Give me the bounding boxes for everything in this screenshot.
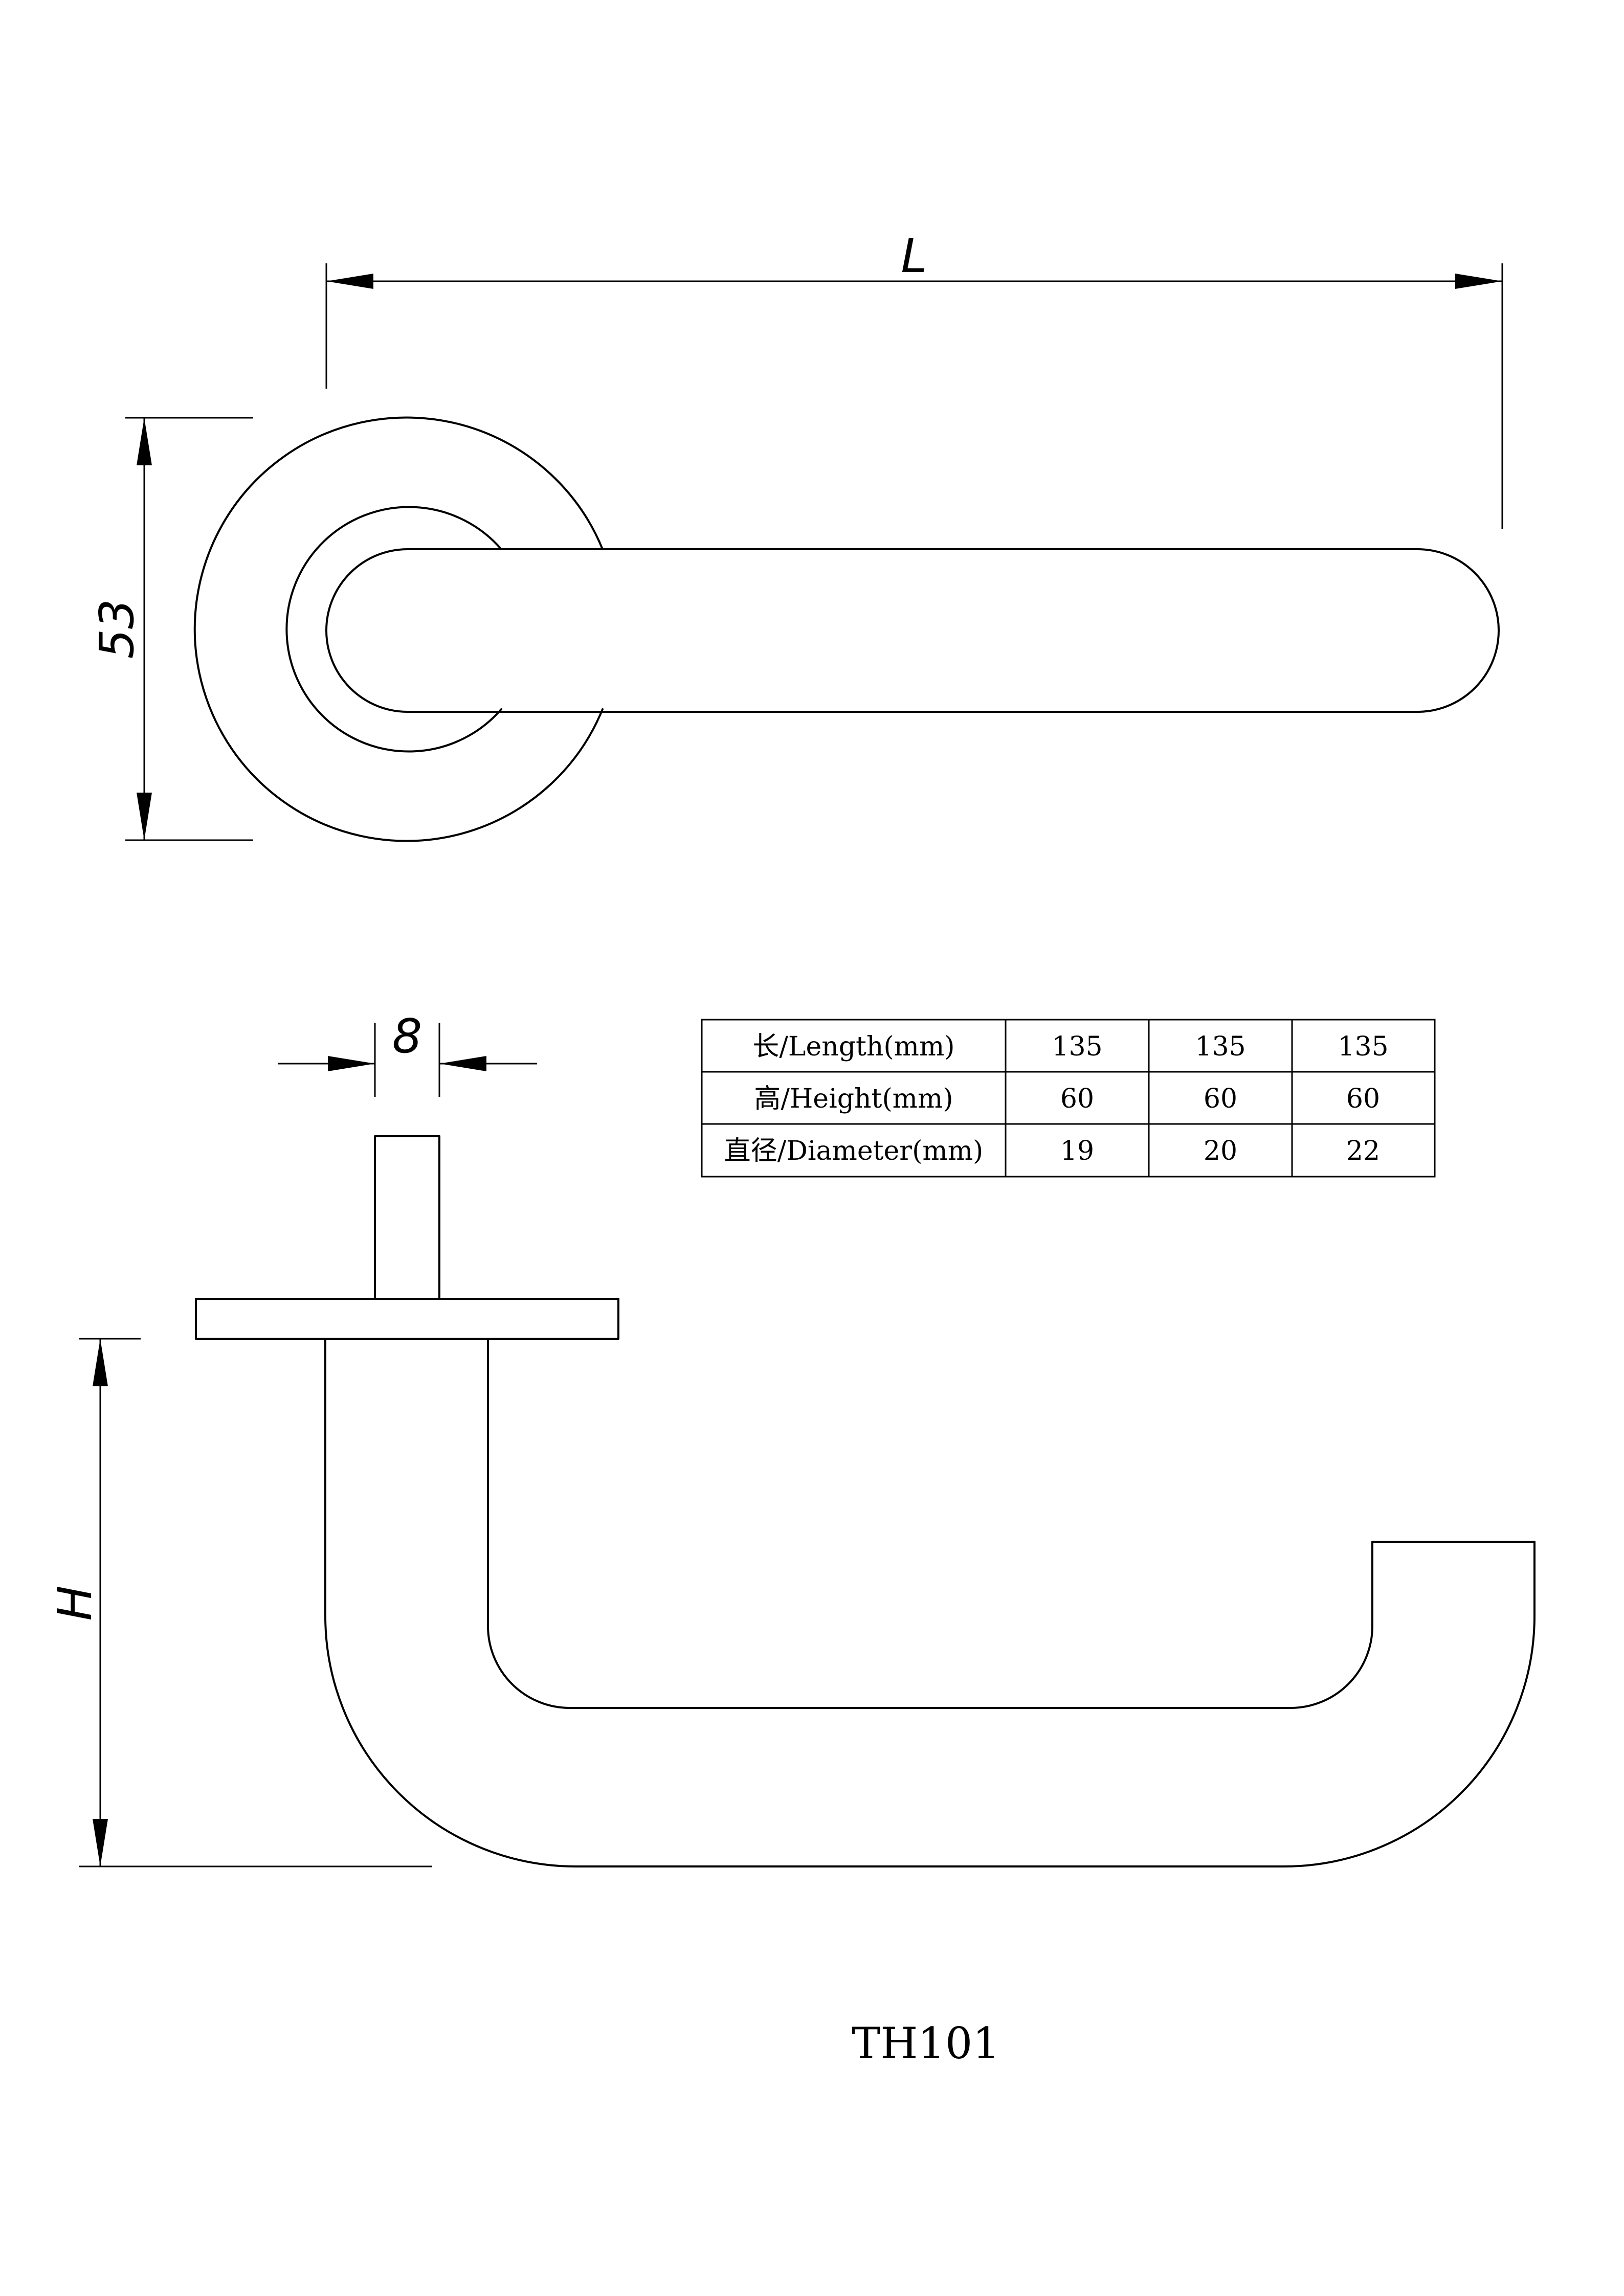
spindle-arrow-right [439,1056,486,1071]
height-arrow-bottom [93,1819,108,1866]
top-view: L 53 [90,229,1503,842]
model-name: TH101 [852,2018,1000,2068]
spec-row-label: 长/Length(mm) [752,1031,954,1062]
spindle [374,1135,440,1300]
spec-row-label: 直径/Diameter(mm) [724,1136,984,1166]
spec-cell: 135 [1338,1031,1388,1062]
lever-bar [325,548,1500,713]
rose-inner-ring [285,506,502,753]
spec-cell: 135 [1195,1031,1245,1062]
rose-arrow-top [137,418,152,465]
spec-cell: 22 [1346,1136,1380,1166]
spec-cell: 60 [1204,1084,1237,1114]
rose-arrow-bottom [137,793,152,840]
length-arrow-left [326,274,373,289]
spec-cell: 60 [1346,1084,1380,1114]
rose-plate [195,1298,619,1340]
lever-body [324,1338,1536,1867]
length-arrow-right [1455,274,1502,289]
spec-row-label: 高/Height(mm) [754,1084,953,1114]
side-view: 8 H [48,1009,1536,1867]
height-symbol: H [48,1585,102,1620]
spindle-arrow-left [328,1056,375,1071]
length-symbol: L [901,229,927,283]
rose-outer-circle [193,416,604,842]
spec-cell: 19 [1060,1136,1094,1166]
spindle-width-label: 8 [392,1009,422,1064]
spec-cell: 60 [1060,1084,1094,1114]
height-arrow-top [93,1339,108,1386]
spec-table-border [701,1019,1436,1178]
rose-height-label: 53 [90,599,144,659]
spec-table: 长/Length(mm) 135 135 135 高/Height(mm) 60… [701,1019,1436,1178]
spec-cell: 135 [1052,1031,1102,1062]
spec-cell: 20 [1204,1136,1237,1166]
